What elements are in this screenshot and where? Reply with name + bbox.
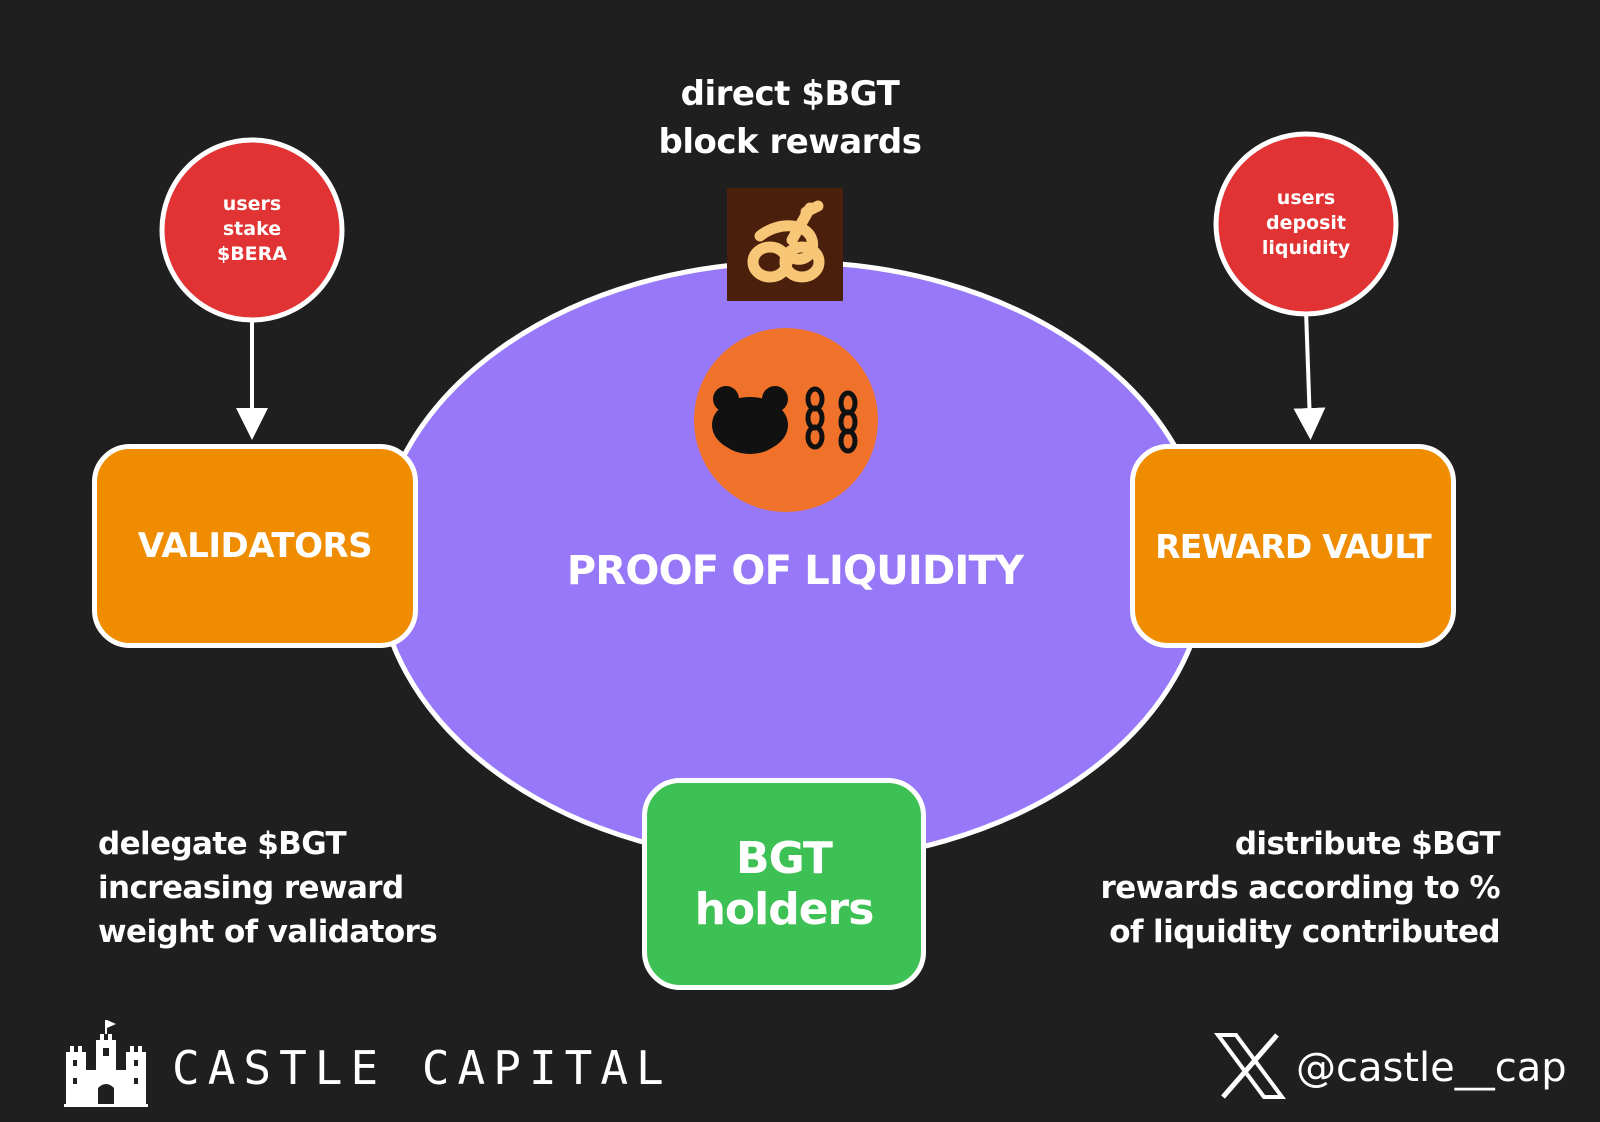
deposit-circle-line: deposit bbox=[1265, 212, 1347, 234]
center-title: PROOF OF LIQUIDITY bbox=[566, 548, 1024, 594]
deposit-circle-line: liquidity bbox=[1261, 237, 1351, 259]
top-caption-line: block rewards bbox=[658, 122, 922, 162]
right-arrow bbox=[1293, 309, 1326, 440]
stake-circle bbox=[159, 137, 345, 323]
delegate-caption-line: delegate $BGT bbox=[98, 826, 347, 862]
stake-circle-line: users bbox=[222, 193, 282, 215]
distribute-caption: distribute $BGT rewards according to % o… bbox=[1080, 822, 1501, 954]
deposit-circle-line: users bbox=[1276, 187, 1336, 209]
reward-vault-label: REWARD VAULT bbox=[1155, 526, 1432, 566]
distribute-caption-line: of liquidity contributed bbox=[1109, 914, 1500, 950]
pretzel-icon bbox=[727, 188, 843, 301]
delegate-caption-line: increasing reward bbox=[98, 870, 404, 906]
castle-windows bbox=[73, 1048, 138, 1104]
reward-vault-box: REWARD VAULT bbox=[1130, 444, 1456, 648]
stake-circle-line: stake bbox=[222, 218, 282, 240]
bear-chain-icon bbox=[694, 328, 878, 512]
stake-circle-label: users stake $BERA bbox=[192, 192, 312, 267]
stake-circle-line: $BERA bbox=[216, 243, 288, 265]
validators-label: VALIDATORS bbox=[137, 526, 373, 566]
top-caption: direct $BGT block rewards bbox=[600, 70, 980, 166]
delegate-caption: delegate $BGT increasing reward weight o… bbox=[98, 822, 458, 954]
x-icon bbox=[1214, 1033, 1286, 1099]
social-handle: @castle__cap bbox=[1296, 1045, 1567, 1091]
top-caption-line: direct $BGT bbox=[680, 74, 900, 114]
bgt-holders-label: BGT holders bbox=[694, 833, 875, 935]
validators-box: VALIDATORS bbox=[92, 444, 418, 648]
distribute-caption-line: distribute $BGT bbox=[1234, 826, 1501, 862]
distribute-caption-line: rewards according to % bbox=[1100, 870, 1501, 906]
brand-name: CASTLE CAPITAL bbox=[172, 1041, 672, 1095]
delegate-caption-line: weight of validators bbox=[98, 914, 438, 950]
castle-icon bbox=[64, 1020, 148, 1107]
deposit-circle-label: users deposit liquidity bbox=[1241, 186, 1371, 261]
bgt-holders-box: BGT holders bbox=[642, 778, 926, 990]
deposit-circle bbox=[1213, 131, 1399, 317]
